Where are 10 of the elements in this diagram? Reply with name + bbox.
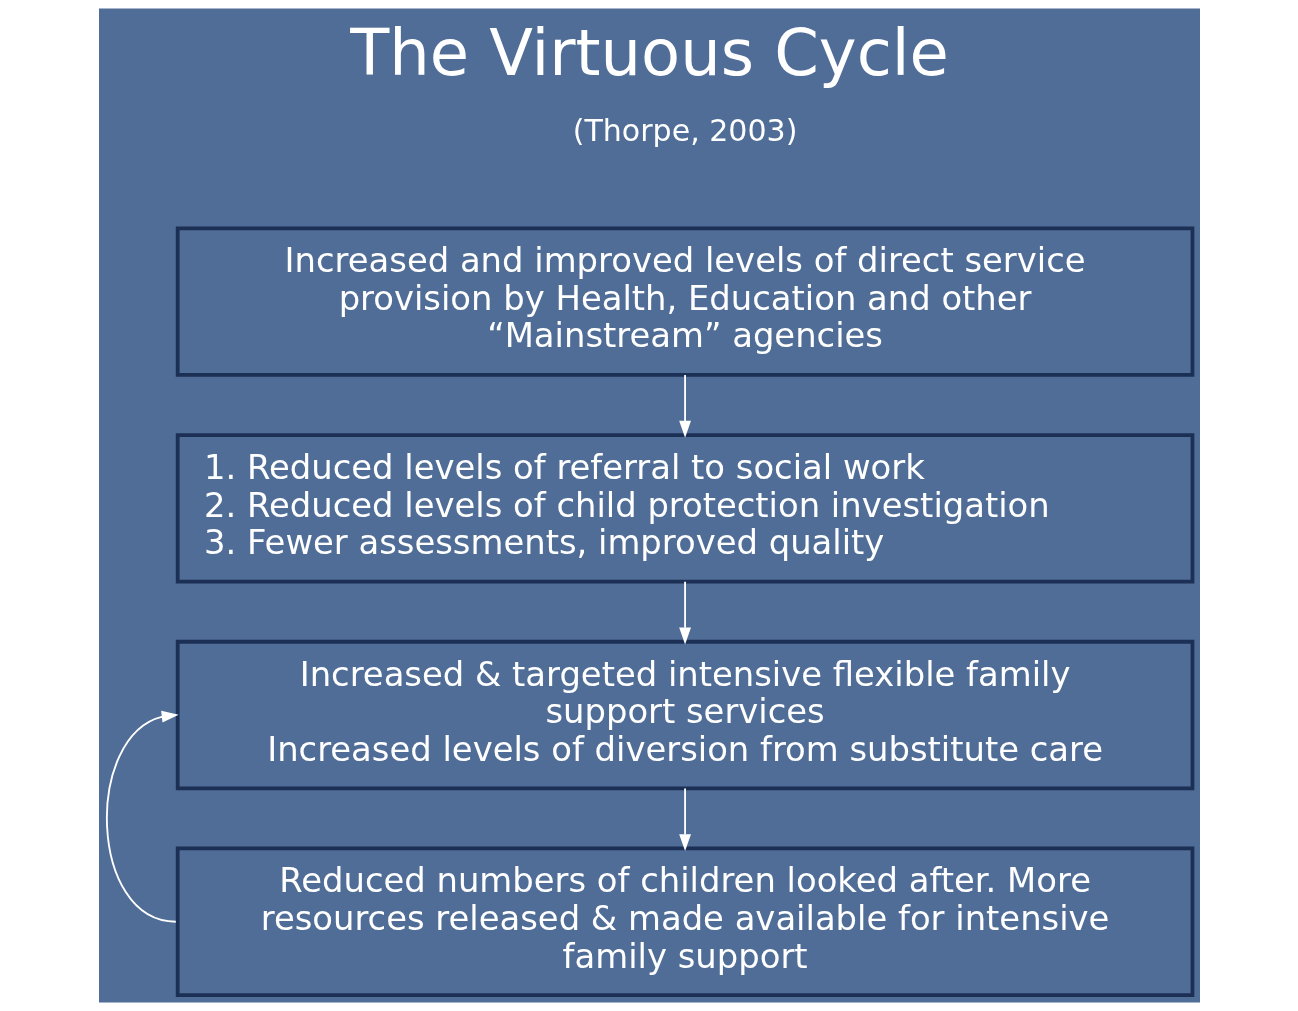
node-box: Increased & targeted intensive flexible family support services Increased levels of diversion from substitute care [175, 639, 1194, 791]
arrow [678, 580, 691, 645]
arrow [678, 374, 691, 438]
arrow [678, 787, 691, 852]
arrow [105, 710, 179, 923]
label: (Thorpe, 2003) [572, 113, 797, 149]
node-box: Reduced numbers of children looked after. More resources released & made available for intensive family support [175, 846, 1194, 997]
node-box: Increased and improved levels of direct service provision by Health, Education and other “Mainstream” agencies [175, 226, 1194, 377]
diagram-title: The Virtuous Cycle [349, 15, 949, 90]
node-box: 1. Reduced levels of referral to social work 2. Reduced levels of child protection investigation 3. Fewer assessments, improved quality [175, 433, 1194, 584]
